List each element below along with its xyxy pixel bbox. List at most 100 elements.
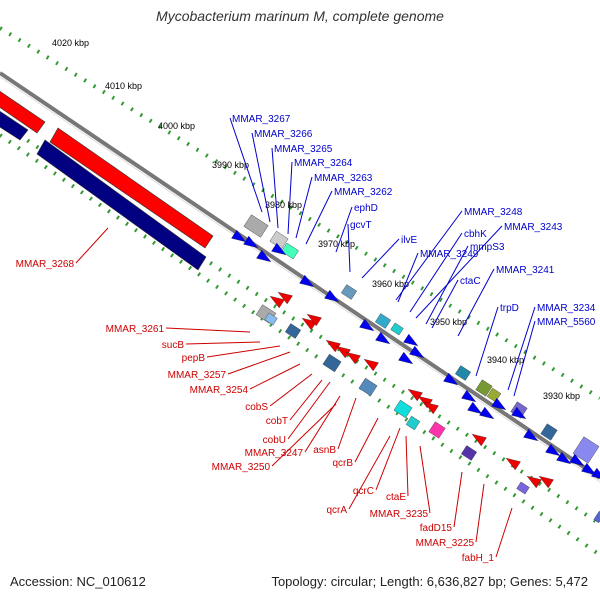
gene-arrow[interactable] [398, 351, 415, 368]
feature-block[interactable] [475, 379, 493, 397]
feature-block[interactable] [540, 423, 558, 441]
gene-label[interactable]: MMAR_3263 [314, 173, 373, 184]
feature-block[interactable] [322, 353, 342, 373]
gene-arrow[interactable] [275, 288, 293, 305]
gene-label[interactable]: MMAR_3247 [245, 448, 304, 459]
gene-arrow[interactable] [569, 453, 586, 470]
gene-label[interactable]: MMAR_3257 [168, 370, 227, 381]
gene-label[interactable]: qcrC [353, 486, 374, 497]
gene-arrow[interactable] [267, 292, 285, 309]
gene-label[interactable]: ephD [354, 203, 378, 214]
gene-label[interactable]: qcrA [326, 505, 347, 516]
gene-label[interactable]: pepB [182, 353, 206, 364]
gene-arrow[interactable] [536, 472, 554, 489]
gene-arrow[interactable] [469, 430, 487, 447]
feature-block[interactable] [486, 387, 502, 403]
gene-label[interactable]: MMAR_3248 [464, 207, 523, 218]
gene-arrow[interactable] [591, 467, 600, 484]
gene-label[interactable]: MMAR_3225 [416, 538, 475, 549]
feature-block[interactable] [264, 312, 278, 326]
feature-block[interactable] [281, 242, 299, 260]
feature-block[interactable] [572, 436, 600, 464]
gene-arrow[interactable] [231, 229, 248, 246]
gene-label[interactable]: trpD [500, 303, 519, 314]
gene-label[interactable]: MMAR_3243 [504, 222, 563, 233]
gene-arrow[interactable] [243, 235, 260, 252]
gene-arrow[interactable] [324, 289, 341, 306]
gene-arrow[interactable] [271, 242, 288, 259]
gene-label[interactable]: ctaC [460, 276, 481, 287]
gene-arrow[interactable] [299, 274, 316, 291]
gene-arrow[interactable] [409, 345, 426, 362]
gene-arrow[interactable] [524, 472, 542, 489]
gene-label[interactable]: MMAR_3264 [294, 158, 353, 169]
gene-label[interactable]: ilvE [401, 235, 417, 246]
gene-label[interactable]: cobS [245, 402, 268, 413]
gene-label[interactable]: mmpS3 [470, 242, 505, 253]
gene-arrow[interactable] [545, 443, 562, 460]
gene-label[interactable]: cobT [266, 416, 288, 427]
gene-arrow[interactable] [256, 249, 273, 266]
feature-block[interactable] [593, 510, 600, 524]
gene-arrow[interactable] [361, 355, 379, 372]
gene-label[interactable]: fabH_1 [462, 553, 495, 564]
feature-block[interactable] [393, 399, 413, 419]
gene-label[interactable]: MMAR_3254 [190, 385, 249, 396]
gene-label[interactable]: sucB [162, 340, 185, 351]
feature-block[interactable] [428, 421, 446, 439]
gene-label[interactable]: cobU [263, 435, 286, 446]
gene-label[interactable]: ctaE [386, 492, 406, 503]
scale-track [0, 26, 600, 400]
feature-block[interactable] [284, 323, 302, 339]
gene-arrow[interactable] [581, 462, 598, 479]
feature-block[interactable] [516, 481, 530, 495]
gene-arrow[interactable] [304, 310, 322, 327]
gene-label[interactable]: MMAR_3262 [334, 187, 393, 198]
gene-arrow[interactable] [359, 318, 376, 335]
gene-label[interactable]: MMAR_3235 [370, 509, 429, 520]
gene-label[interactable]: MMAR_3268 [16, 259, 75, 270]
gene-label[interactable]: MMAR_3266 [254, 129, 313, 140]
gene-arrow[interactable] [343, 348, 361, 365]
gene-label[interactable]: cbhK [464, 229, 487, 240]
gene-arrow[interactable] [375, 331, 392, 348]
gene-arrow[interactable] [511, 406, 528, 423]
gene-label[interactable]: MMAR_3249 [420, 249, 479, 260]
gene-forward-left[interactable] [0, 88, 46, 134]
leader-line [431, 279, 459, 329]
gene-arrow[interactable] [467, 401, 484, 418]
gene-arrow[interactable] [443, 372, 460, 389]
gene-label[interactable]: MMAR_3250 [212, 462, 271, 473]
gene-arrow[interactable] [479, 406, 496, 423]
feature-block[interactable] [454, 365, 472, 381]
gene-label[interactable]: MMAR_3234 [537, 303, 596, 314]
gene-arrow[interactable] [503, 454, 521, 471]
feature-block[interactable] [243, 214, 269, 238]
gene-arrow[interactable] [403, 333, 420, 350]
feature-block[interactable] [390, 322, 404, 336]
gene-label[interactable]: asnB [313, 445, 336, 456]
gene-label[interactable]: MMAR_3261 [106, 324, 165, 335]
gene-arrow[interactable] [523, 428, 540, 445]
gene-reverse[interactable] [36, 139, 207, 271]
gene-label[interactable]: gcvT [350, 220, 372, 231]
feature-block[interactable] [340, 284, 358, 300]
feature-block[interactable] [374, 313, 392, 329]
gene-reverse-left[interactable] [0, 108, 29, 141]
feature-block[interactable] [358, 377, 378, 397]
gene-arrow[interactable] [461, 389, 478, 406]
feature-block[interactable] [405, 415, 421, 431]
gene-label[interactable]: MMAR_3267 [232, 114, 291, 125]
gene-label[interactable]: MMAR_5560 [537, 317, 596, 328]
feature-block[interactable] [460, 445, 478, 461]
gene-arrow[interactable] [491, 397, 508, 414]
gene-arrow[interactable] [556, 451, 573, 468]
gene-forward[interactable] [49, 127, 214, 249]
gene-arrow[interactable] [421, 398, 439, 415]
gene-label[interactable]: qcrB [332, 458, 353, 469]
gene-label[interactable]: MMAR_3241 [496, 265, 555, 276]
gene-label[interactable]: MMAR_3265 [274, 144, 333, 155]
leader-line [287, 161, 293, 235]
gene-label[interactable]: fadD15 [420, 523, 453, 534]
